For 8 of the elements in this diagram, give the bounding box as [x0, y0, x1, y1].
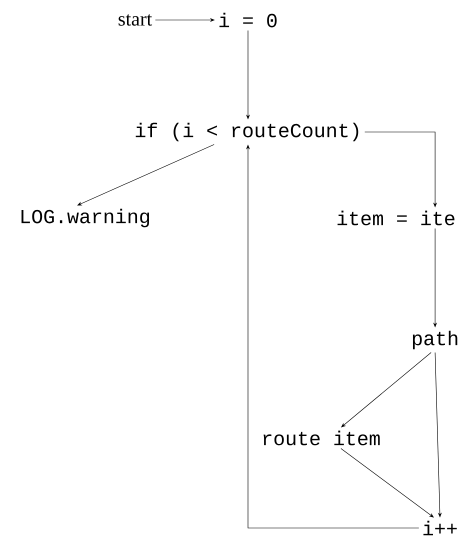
code-statement: route item: [264, 430, 380, 446]
start-text: start: [118, 14, 152, 26]
code-statement: if (i < routeCount): [136, 122, 358, 142]
code-statement: i = 0: [220, 12, 277, 28]
code-statement: item = ite: [338, 210, 454, 226]
code-statement: i++: [423, 520, 457, 536]
code-statement: LOG.warning: [22, 208, 150, 228]
code-statement: path: [412, 330, 458, 350]
